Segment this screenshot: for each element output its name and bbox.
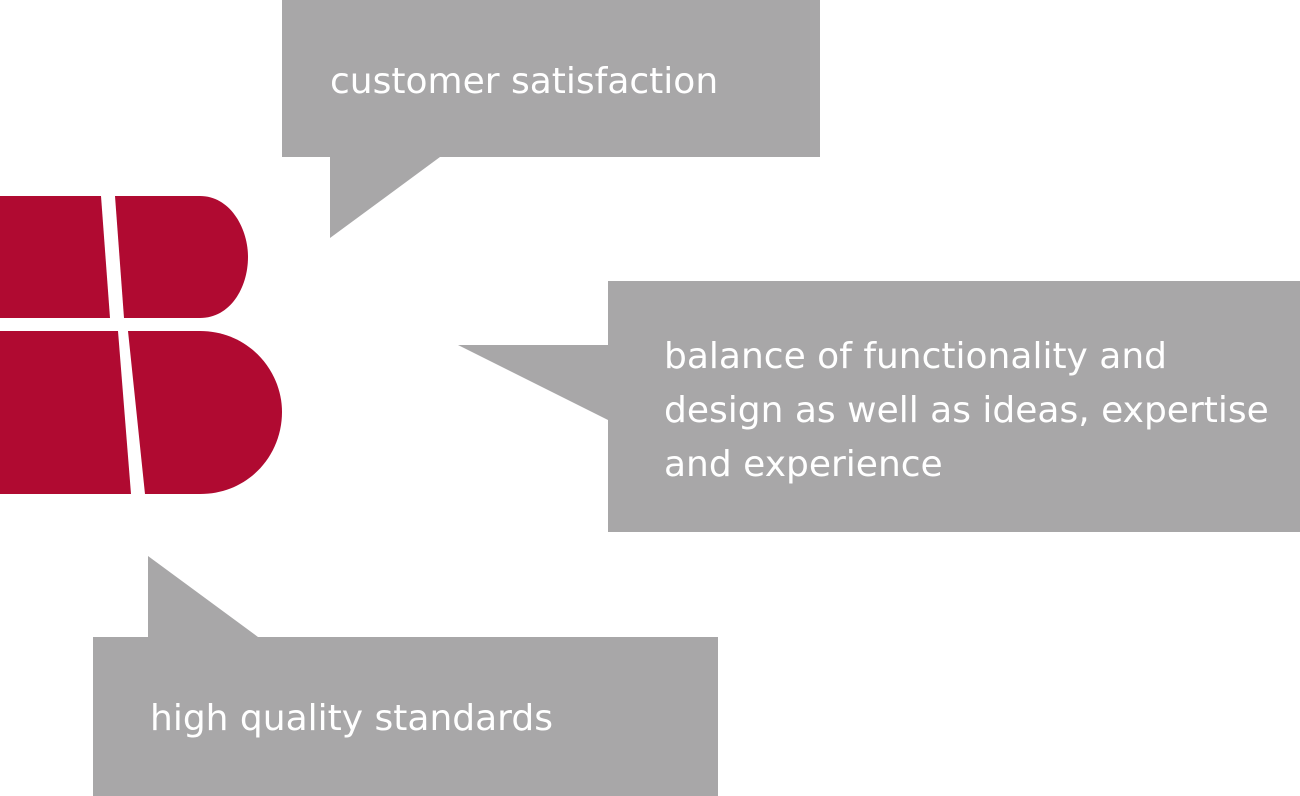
bubble-text-quality-standards: high quality standards [150,698,553,739]
speech-bubble-right [458,281,1300,532]
bubble-text-customer-satisfaction: customer satisfaction [330,61,719,102]
logo-piece-bottom-left [0,331,131,494]
logo-piece-top-left [0,196,110,318]
bubble-text-balance: balance of functionality and design as w… [664,336,1269,485]
b-monogram-logo-icon [0,196,282,494]
logo-piece-top-right [115,196,248,318]
logo-piece-bottom-right [128,331,282,494]
speech-bubble-bottom [93,556,718,796]
speech-bubble-top [282,0,820,238]
